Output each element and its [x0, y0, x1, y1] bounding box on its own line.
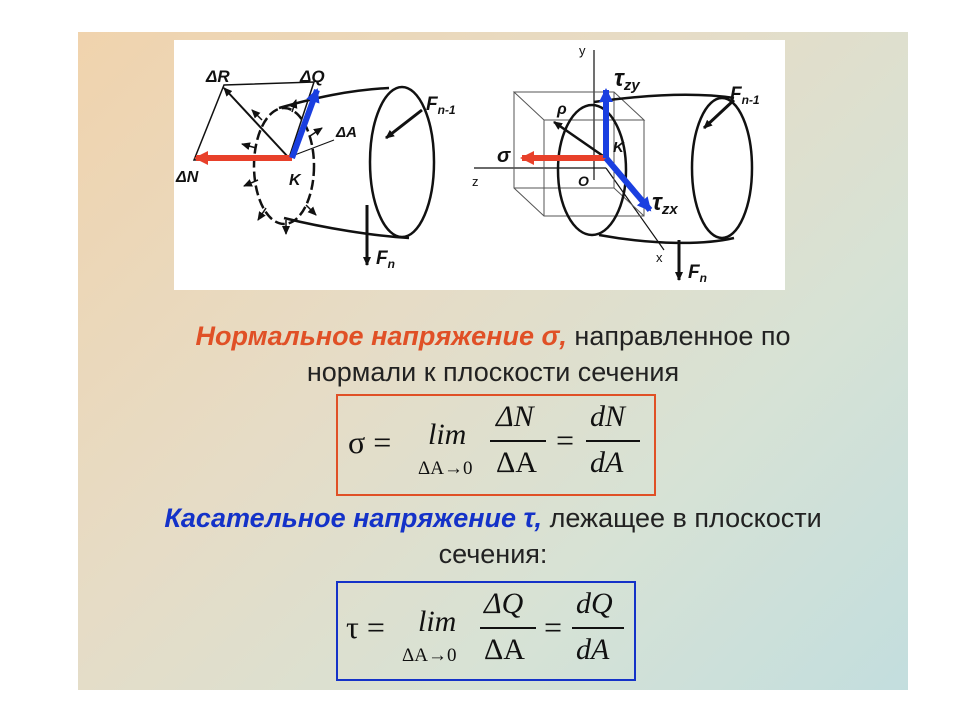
normal-stress-term: Нормальное напряжение σ,	[195, 321, 567, 351]
shear-stress-line1: Касательное напряжение τ, лежащее в плос…	[78, 502, 908, 534]
label-force-fn: Fn	[376, 248, 395, 271]
formula2-lhs: τ =	[346, 609, 385, 645]
normal-stress-formula: σ = lim ΔA→0 ΔN ΔA = dN dA	[336, 394, 656, 496]
normal-stress-line1: Нормальное напряжение σ, направленное по	[78, 320, 908, 352]
formula1-bar1	[490, 440, 546, 442]
normal-stress-rest: направленное по	[566, 321, 791, 351]
label-delta-a: ΔA	[335, 124, 357, 141]
label-force-fn-right: Fn	[688, 262, 707, 285]
formula2-den2: dA	[576, 633, 610, 666]
label-rho: ρ	[556, 101, 567, 118]
label-delta-r: ΔR	[205, 67, 230, 86]
left-diagram: ΔR ΔQ ΔA ΔN K Fn-1 Fn	[175, 67, 456, 271]
formula2-cond: ΔA→0	[402, 645, 457, 666]
label-sigma: σ	[497, 145, 511, 167]
stress-diagram: ΔR ΔQ ΔA ΔN K Fn-1 Fn	[174, 40, 785, 290]
formula2-num1: ΔQ	[484, 587, 524, 620]
formula1-den1: ΔA	[496, 446, 537, 479]
right-diagram: y z x τzy τzx ρ σ K O Fn-1 Fn	[472, 43, 760, 285]
formula2-den1: ΔA	[484, 633, 525, 666]
slide-background: ΔR ΔQ ΔA ΔN K Fn-1 Fn	[78, 32, 908, 690]
label-point-k: K	[289, 172, 302, 189]
label-axis-x: x	[656, 250, 663, 265]
label-axis-z: z	[472, 174, 479, 189]
label-origin: O	[578, 173, 589, 189]
formula2-lim: lim	[418, 605, 457, 638]
label-delta-n: ΔN	[175, 169, 199, 186]
label-tau-zy: τzy	[614, 65, 640, 94]
formula1-num1: ΔN	[496, 400, 534, 433]
formula2-num2: dQ	[576, 587, 613, 620]
shear-stress-rest: лежащее в плоскости	[542, 503, 822, 533]
label-force-fn1-right: Fn-1	[730, 84, 760, 107]
label-axis-y: y	[579, 43, 586, 58]
shear-stress-line2: сечения:	[438, 539, 548, 569]
formula1-num2: dN	[590, 400, 626, 433]
formula1-lim: lim	[428, 418, 467, 451]
formula1-lhs: σ =	[348, 424, 392, 460]
shear-stress-term: Касательное напряжение τ,	[164, 503, 543, 533]
formula1-bar2	[586, 440, 640, 442]
formula2-bar1	[480, 627, 536, 629]
label-delta-q: ΔQ	[299, 67, 325, 86]
shear-stress-formula: τ = lim ΔA→0 ΔQ ΔA = dQ dA	[336, 581, 636, 681]
label-point-k-right: K	[613, 139, 625, 156]
label-force-fn1: Fn-1	[426, 94, 456, 117]
normal-stress-line2: нормали к плоскости сечения	[306, 357, 680, 387]
formula1-cond: ΔA→0	[418, 458, 473, 479]
formula1-eq: =	[556, 422, 575, 458]
formula1-den2: dA	[590, 446, 624, 479]
formula2-bar2	[572, 627, 624, 629]
label-tau-zx: τzx	[652, 189, 678, 218]
formula2-eq: =	[544, 609, 563, 645]
stress-diagram-svg: ΔR ΔQ ΔA ΔN K Fn-1 Fn	[175, 43, 760, 285]
